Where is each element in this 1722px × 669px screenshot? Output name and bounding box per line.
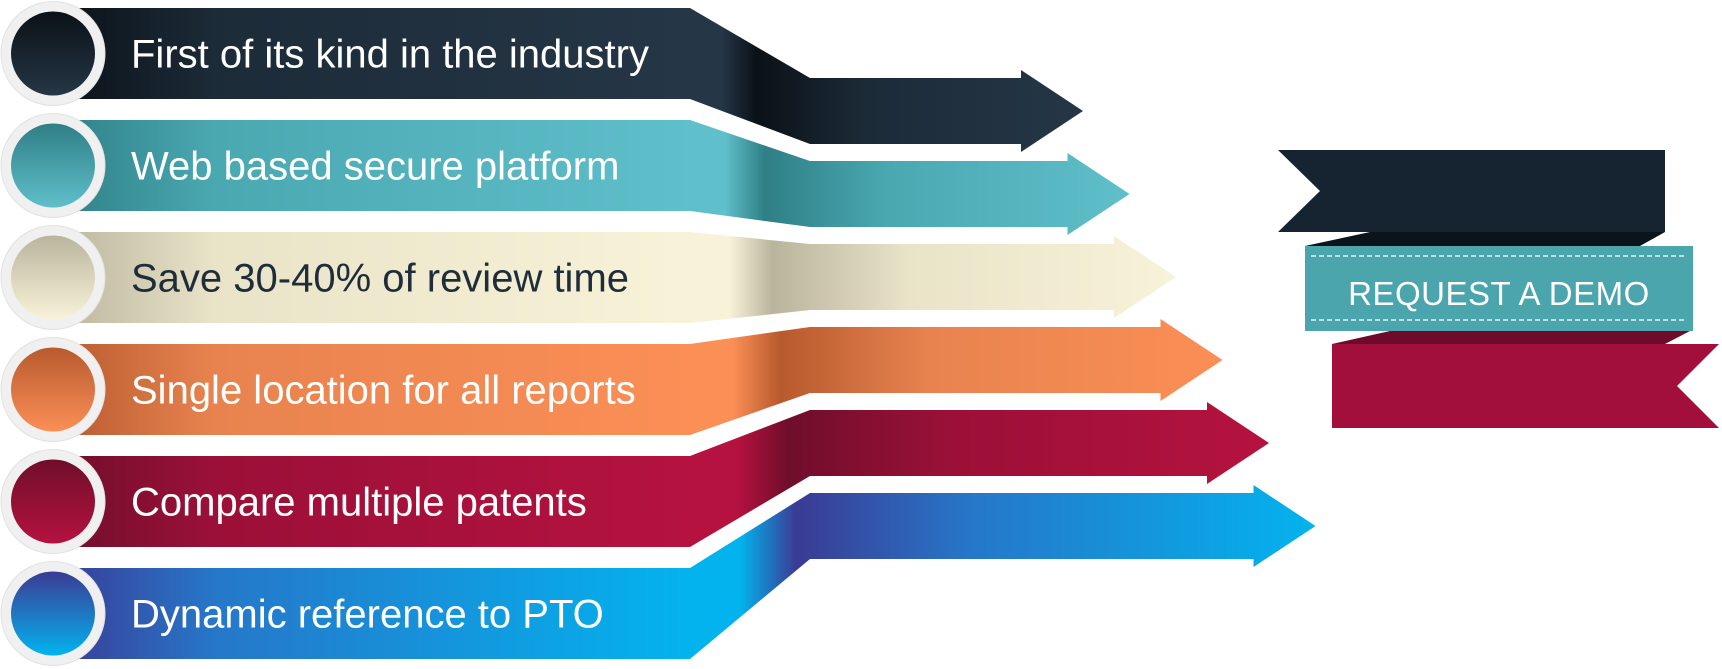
feature-arrow — [690, 319, 1223, 435]
feature-row: Dynamic reference to PTO — [0, 485, 1316, 666]
demo-ribbon-top — [1278, 150, 1665, 232]
feature-label: Dynamic reference to PTO — [131, 593, 604, 637]
feature-circle-icon — [11, 123, 95, 208]
feature-row: First of its kind in the industry — [0, 1, 1083, 152]
feature-arrow — [690, 402, 1269, 547]
feature-label: Compare multiple patents — [131, 481, 587, 525]
feature-label: Single location for all reports — [131, 369, 636, 413]
feature-bar — [55, 456, 690, 547]
feature-circle-icon — [11, 459, 95, 544]
feature-circle-icon — [11, 347, 95, 432]
feature-label: Save 30-40% of review time — [131, 257, 629, 301]
feature-bar — [55, 120, 690, 211]
feature-circle-icon — [11, 571, 95, 656]
demo-ribbon-middle[interactable] — [1305, 246, 1693, 331]
feature-row: Single location for all reports — [0, 319, 1223, 442]
demo-ribbon-top-fold — [1305, 232, 1665, 246]
feature-label: Web based secure platform — [131, 145, 619, 189]
feature-row: Save 30-40% of review time — [0, 225, 1176, 330]
feature-arrow — [690, 232, 1176, 323]
feature-circle-icon — [11, 11, 95, 96]
demo-ribbon-bottom-fold — [1332, 331, 1690, 344]
feature-bar — [55, 344, 690, 435]
request-demo-button[interactable]: REQUEST A DEMO — [1348, 275, 1650, 312]
feature-arrow — [690, 120, 1130, 235]
feature-circle-icon — [11, 235, 95, 320]
demo-ribbon-bottom — [1332, 344, 1719, 428]
feature-arrow — [690, 8, 1083, 152]
feature-bar — [55, 232, 690, 323]
feature-row: Compare multiple patents — [0, 402, 1269, 554]
request-demo-banner[interactable]: REQUEST A DEMO — [1278, 150, 1719, 428]
feature-arrow — [690, 485, 1316, 659]
feature-bar — [55, 568, 690, 659]
feature-label: First of its kind in the industry — [131, 33, 649, 77]
feature-row: Web based secure platform — [0, 113, 1130, 235]
feature-bar — [55, 8, 690, 99]
